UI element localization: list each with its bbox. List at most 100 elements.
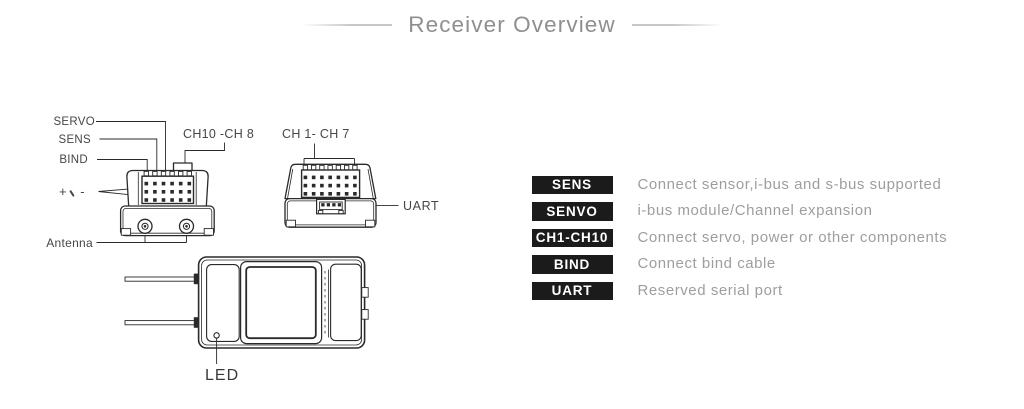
pin <box>335 164 342 171</box>
pin-grid-right <box>303 175 357 196</box>
pin <box>186 170 192 177</box>
corner-tab <box>285 219 296 228</box>
antenna-wire-mount-1 <box>193 273 200 285</box>
pin <box>311 183 316 188</box>
port-description: Connect bind cable <box>637 255 776 272</box>
pin <box>321 203 325 207</box>
pin <box>303 183 308 188</box>
led-label: LED <box>205 367 240 384</box>
pin <box>311 192 316 196</box>
top-view-left-panel <box>206 264 240 342</box>
legend-row: UART Reserved serial port <box>530 281 947 300</box>
pin <box>303 175 308 180</box>
pin <box>352 164 358 171</box>
port-description: Connect sensor,i-bus and s-bus supported <box>637 175 942 193</box>
pin-tabs-right <box>302 164 358 171</box>
corner-tab <box>365 219 376 228</box>
pin <box>160 170 167 177</box>
pin <box>153 190 157 194</box>
ch1-ch7-label: CH 1- CH 7 <box>282 127 350 141</box>
ch8-ch10-port-section <box>172 162 193 172</box>
pin <box>153 181 157 186</box>
pin <box>320 183 324 188</box>
pin-block-left <box>141 175 195 205</box>
led-indicator <box>213 332 220 339</box>
port-badge-ch1-ch10: CH1-CH10 <box>531 228 613 247</box>
pin <box>178 181 183 186</box>
bind-label: BIND <box>59 153 88 166</box>
power-minus-sign: - <box>80 184 85 199</box>
port-badge-uart: UART <box>531 281 613 300</box>
ch10-ch8-label: CH10 -CH 8 <box>183 127 255 141</box>
pin <box>344 192 349 196</box>
port-badge-bind: BIND <box>531 255 613 274</box>
corner-tab <box>203 228 214 236</box>
uart-connector <box>316 198 346 215</box>
pin <box>332 203 336 207</box>
side-tab <box>361 309 369 320</box>
page-title: Receiver Overview <box>408 12 616 37</box>
port-badge-senvo: SENVO <box>531 202 613 221</box>
sens-leader-line <box>99 138 158 173</box>
receiver-body-left-inner <box>122 207 213 234</box>
servo-leader-line <box>96 121 166 173</box>
antenna-wire-mount-2 <box>193 317 200 328</box>
ch10-ch8-leader-line <box>184 142 225 164</box>
pin <box>178 190 183 194</box>
pin-tabs-left <box>143 170 192 177</box>
pin <box>336 175 341 180</box>
pin <box>320 175 324 180</box>
pin <box>144 190 149 194</box>
port-description: Connect servo, power or other components <box>637 228 948 246</box>
pin <box>161 198 166 202</box>
port-legend: SENS Connect sensor,i-bus and s-bus supp… <box>530 175 948 309</box>
pin <box>353 183 357 188</box>
pin <box>161 181 166 186</box>
power-plus-sign: + <box>59 184 67 199</box>
ideographic-comma-mark <box>68 189 75 197</box>
main-module-inner <box>245 266 317 340</box>
pin <box>187 198 192 202</box>
pin <box>344 175 349 180</box>
port-description: i-bus module/Channel expansion <box>637 202 873 219</box>
corner-tab <box>120 228 132 236</box>
top-view-right-panel <box>330 263 362 342</box>
port-description: Reserved serial port <box>637 281 783 299</box>
port-badge-sens: SENS <box>531 175 613 194</box>
pin <box>170 190 174 194</box>
legend-row: SENVO i-bus module/Channel expansion <box>530 202 947 221</box>
pin <box>170 181 174 186</box>
pin <box>143 170 149 177</box>
uart-label: UART <box>403 198 440 213</box>
pin <box>311 175 316 180</box>
pin <box>303 192 308 196</box>
housing-inner-walls-right <box>287 168 374 199</box>
pin <box>161 190 166 194</box>
pin <box>320 192 324 196</box>
power-label: + - <box>59 184 85 199</box>
pin <box>353 175 357 180</box>
pin <box>344 164 350 171</box>
pin <box>153 198 157 202</box>
servo-label: SERVO <box>53 116 95 128</box>
pin <box>336 192 341 196</box>
antenna-wire-2 <box>124 320 196 326</box>
title-divider-left <box>302 24 393 26</box>
title-divider-right <box>631 24 722 26</box>
antenna-connector-2 <box>178 218 195 234</box>
bind-leader-line <box>97 159 148 173</box>
pin <box>169 170 175 177</box>
pin <box>187 181 192 186</box>
legend-row: SENS Connect sensor,i-bus and s-bus supp… <box>530 175 947 194</box>
pin <box>326 203 331 207</box>
legend-row: CH1-CH10 Connect servo, power or other c… <box>530 228 948 247</box>
antenna-label: Antenna <box>46 236 93 250</box>
pin <box>327 164 333 171</box>
legend-row: BIND Connect bind cable <box>530 255 947 274</box>
pin <box>187 190 192 194</box>
pin <box>328 192 332 196</box>
antenna-connector-1 <box>137 218 153 234</box>
housing-inner-walls <box>137 172 197 205</box>
